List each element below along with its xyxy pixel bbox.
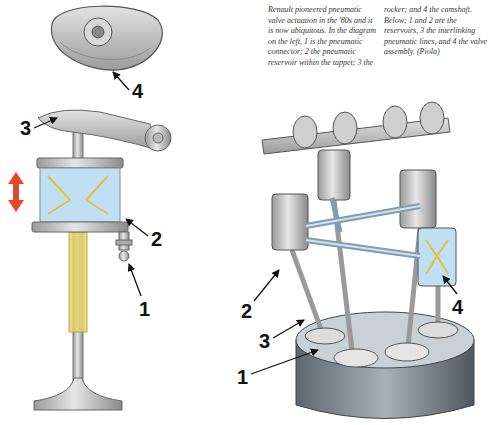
pneumatic-lines: [306, 206, 420, 256]
pneumatic-lines: [306, 198, 420, 256]
callout-number: 1: [236, 366, 249, 389]
pneumatic-connector: [116, 232, 132, 261]
leader-line: [443, 276, 457, 294]
leader-line: [129, 264, 141, 296]
camshaft: [333, 112, 357, 144]
camshaft-lobe: [92, 26, 104, 38]
callout-number: 2: [150, 228, 163, 251]
valve-assembly: [418, 322, 458, 338]
callout-number: 3: [19, 117, 32, 140]
leader-line: [254, 270, 279, 301]
camshaft: [293, 116, 317, 148]
tappet-reservoir: [48, 176, 108, 214]
leader-line: [113, 72, 129, 90]
camshaft: [420, 102, 444, 134]
piston: [296, 312, 474, 419]
valve-assembly: [436, 286, 441, 326]
camshaft: [262, 102, 450, 154]
tappet-reservoir: [40, 168, 120, 222]
tappet-cylinders: [426, 240, 448, 274]
valve-stem: [34, 378, 122, 410]
tappet-reservoir: [32, 222, 128, 232]
valve-stem: [34, 116, 122, 410]
camshaft-lobe: [84, 18, 112, 46]
tappet-cylinders: [318, 150, 350, 200]
valve-assembly: [292, 250, 322, 332]
tappet-cylinders: [272, 150, 456, 286]
leader-line: [251, 350, 318, 374]
caption-text: Renault pioneered pneumatic valve actuat…: [268, 5, 492, 68]
pneumatic-connector: [116, 240, 132, 245]
valve-stem: [69, 232, 87, 332]
pneumatic-lines: [332, 198, 340, 232]
callout-number: 3: [258, 330, 271, 353]
tappet-cylinders: [400, 170, 436, 228]
rocker-arm: [153, 133, 163, 143]
pneumatic-connector: [119, 251, 129, 261]
callout-number: 4: [131, 80, 144, 103]
rocker-arm: [145, 125, 171, 151]
valve-assembly: [305, 328, 345, 344]
leader-line: [126, 219, 148, 236]
valve-assembly: [334, 349, 378, 367]
rocker-arm: [38, 110, 158, 150]
leader-line: [273, 320, 304, 338]
leader-line: [34, 118, 57, 128]
callout-number: 1: [138, 298, 151, 321]
tappet-reservoir: [32, 158, 128, 232]
piston: [296, 312, 474, 368]
rocker-arm: [38, 110, 171, 151]
tappet-reservoir: [37, 158, 123, 168]
camshaft-lobe: [51, 6, 162, 70]
valve-assembly: [385, 343, 429, 361]
callout-number: 2: [240, 300, 253, 323]
callout-number: 4: [451, 296, 464, 319]
camshaft: [383, 106, 407, 138]
camshaft-lobe: [51, 6, 162, 70]
motion-arrow: [8, 172, 24, 212]
motion-arrow: [8, 172, 24, 212]
leader-line: [34, 72, 457, 374]
tappet-cylinders: [418, 228, 456, 286]
tappet-cylinders: [272, 194, 308, 250]
